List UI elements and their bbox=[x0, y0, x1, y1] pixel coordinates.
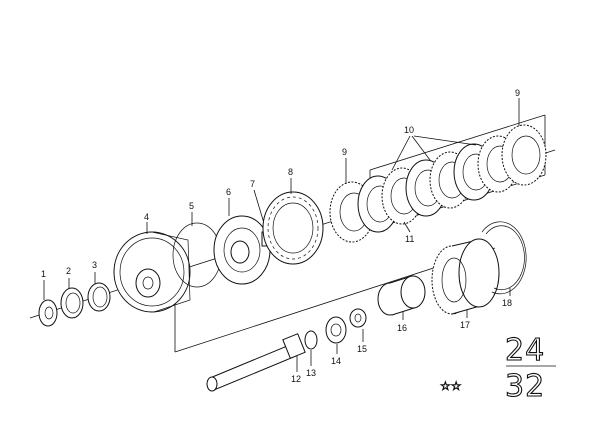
callout-12: 12 bbox=[291, 374, 301, 384]
callout-9-right: 9 bbox=[515, 88, 520, 98]
callout-8: 8 bbox=[288, 167, 293, 177]
part-17-ring-gear bbox=[431, 238, 500, 318]
part-8-spring-plate bbox=[262, 178, 324, 265]
diagram-number-top: 24 bbox=[505, 333, 545, 368]
callout-7: 7 bbox=[250, 179, 255, 189]
callout-3: 3 bbox=[92, 260, 97, 270]
part-12-input-shaft bbox=[206, 333, 306, 392]
part-16-splined-sleeve bbox=[377, 275, 426, 320]
callout-6: 6 bbox=[226, 187, 231, 197]
callout-11: 11 bbox=[405, 234, 414, 244]
callout-1: 1 bbox=[41, 269, 46, 279]
part-6-piston bbox=[213, 198, 271, 285]
part-1-washer bbox=[38, 280, 58, 327]
callout-18: 18 bbox=[502, 298, 512, 308]
callout-2: 2 bbox=[66, 266, 71, 276]
part-14-hub bbox=[325, 316, 347, 354]
callout-13: 13 bbox=[306, 368, 316, 378]
callout-9-left: 9 bbox=[342, 147, 347, 157]
callout-labels: 1 2 3 4 5 6 7 8 9 10 11 9 12 13 14 15 16… bbox=[41, 88, 520, 384]
part-18-snap-ring bbox=[481, 221, 527, 296]
callout-14: 14 bbox=[331, 356, 341, 366]
part-15-washer bbox=[349, 308, 367, 342]
callout-15: 15 bbox=[357, 344, 367, 354]
part-4-converter-housing bbox=[113, 222, 191, 313]
part-3-ring bbox=[87, 272, 111, 312]
part-13-ring bbox=[304, 330, 318, 366]
star-markers: ☆☆ bbox=[440, 379, 462, 393]
callout-17: 17 bbox=[460, 320, 470, 330]
part-9-plate-right bbox=[501, 98, 547, 186]
clutch-pack-plates bbox=[357, 135, 519, 233]
diagram-reference-number: 24 32 bbox=[504, 332, 556, 405]
diagram-number-bottom: 32 bbox=[505, 369, 545, 404]
part-2-ring bbox=[60, 278, 84, 319]
callout-4: 4 bbox=[144, 212, 149, 222]
callout-5: 5 bbox=[189, 201, 194, 211]
callout-10: 10 bbox=[404, 125, 414, 135]
callout-16: 16 bbox=[397, 323, 407, 333]
